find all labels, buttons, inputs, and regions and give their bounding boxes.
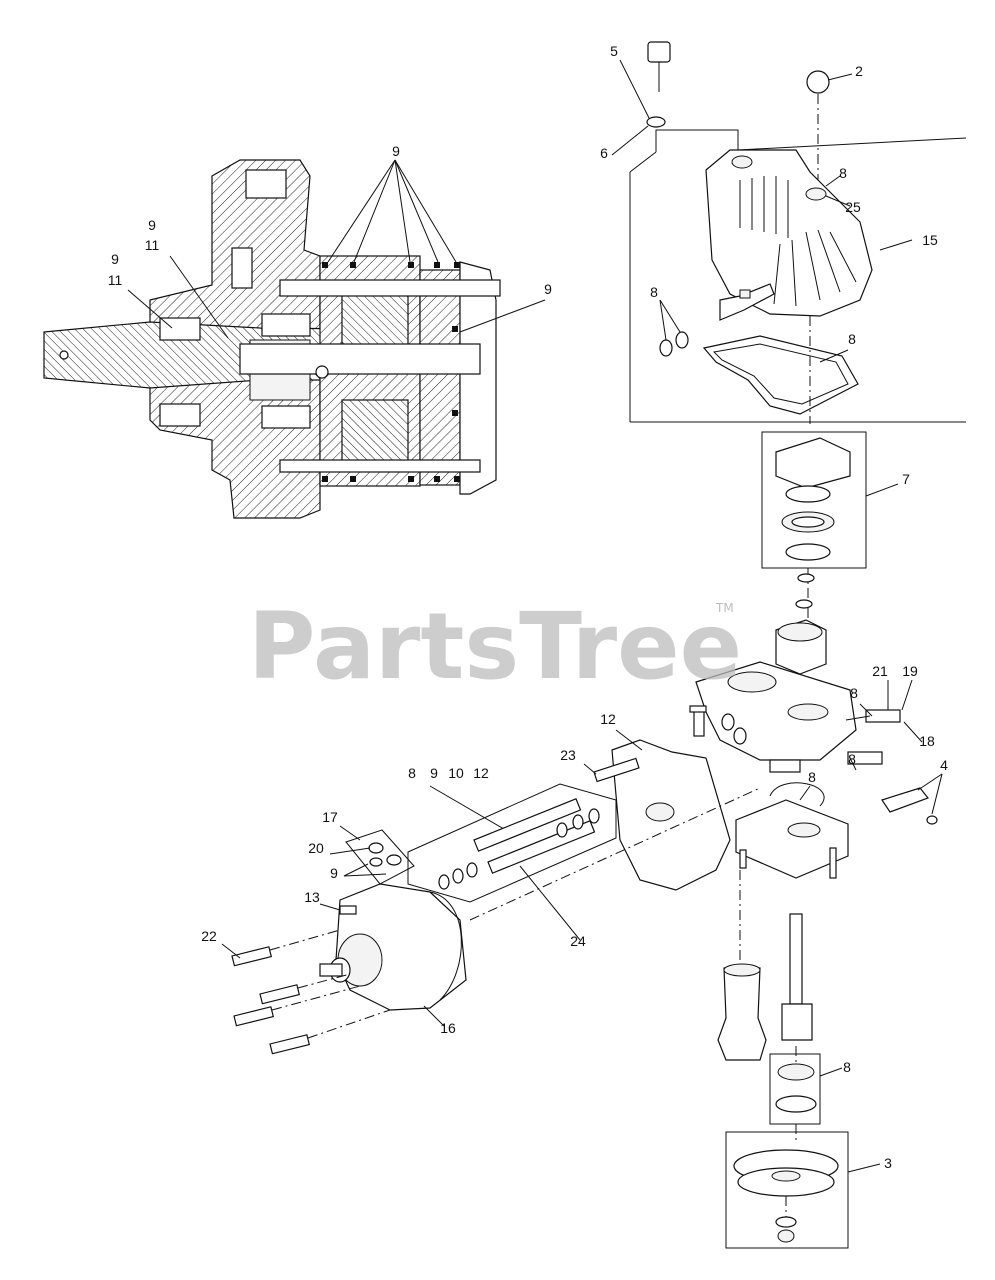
o-ring-marks xyxy=(322,262,460,482)
plug-25 xyxy=(805,187,827,201)
motor-bolts xyxy=(221,929,391,1055)
callout-c-8h: 8 xyxy=(843,1059,851,1075)
motor-group xyxy=(221,729,761,1055)
callout-c-16: 16 xyxy=(440,1020,456,1036)
callout-c-2: 2 xyxy=(855,63,863,79)
o-ring-6 xyxy=(646,116,666,128)
brake-puck xyxy=(775,437,851,489)
callout-c-24: 24 xyxy=(570,933,586,949)
pin-13 xyxy=(339,905,357,915)
check-valve-19 xyxy=(865,709,901,723)
callout-c-9c: 9 xyxy=(111,251,119,267)
port-plate xyxy=(419,269,461,486)
center-section-sleeve xyxy=(717,967,767,1061)
seal-upper xyxy=(159,317,201,341)
callout-c-9d: 9 xyxy=(544,281,552,297)
callout-c-13: 13 xyxy=(304,889,320,905)
callout-c-8e: 8 xyxy=(408,765,416,781)
finned-cover xyxy=(705,149,873,317)
callout-c-3: 3 xyxy=(884,1155,892,1171)
callout-c-8f: 8 xyxy=(848,751,856,767)
bolt xyxy=(693,709,705,737)
callout-c-22: 22 xyxy=(201,928,217,944)
callout-c-8d: 8 xyxy=(850,685,858,701)
callout-c-9b: 9 xyxy=(148,217,156,233)
bolt-23 xyxy=(593,757,640,783)
housing-port xyxy=(245,169,287,199)
bearing-group xyxy=(761,431,899,675)
callout-c-8c: 8 xyxy=(848,331,856,347)
callout-c-8a: 8 xyxy=(839,165,847,181)
callout-c-21: 21 xyxy=(872,663,888,679)
rod-a xyxy=(473,798,582,852)
callout-c-8b: 8 xyxy=(650,284,658,300)
callout-c-11c: 11 xyxy=(108,272,123,288)
vent-cap xyxy=(647,41,671,63)
watermark-tm: TM xyxy=(715,601,734,615)
center-shaft xyxy=(239,343,481,375)
gasket xyxy=(702,335,859,415)
callout-c-11b: 11 xyxy=(145,237,160,253)
center-section xyxy=(689,661,943,879)
callout-c-12a: 12 xyxy=(600,711,616,727)
washer-8b xyxy=(675,331,689,349)
bearing-8 xyxy=(777,1063,815,1081)
pulley-nut xyxy=(777,1229,795,1243)
pump-shaft xyxy=(789,913,803,1005)
callout-c-18: 18 xyxy=(919,733,935,749)
watermark-text: PartsTree xyxy=(248,593,742,700)
check-ball xyxy=(806,70,830,94)
callout-c-8g: 8 xyxy=(808,769,816,785)
o-rings-kit xyxy=(438,808,600,890)
callout-c-7: 7 xyxy=(902,471,910,487)
lower-drive-group xyxy=(717,870,881,1249)
end-cap xyxy=(459,261,497,495)
callout-c-9f: 9 xyxy=(330,865,338,881)
parts-tree-watermark: PartsTree TM xyxy=(248,593,742,700)
callout-c-9a: 9 xyxy=(392,143,400,159)
callout-c-9e: 9 xyxy=(430,765,438,781)
rod-b xyxy=(487,820,596,874)
callout-c-10: 10 xyxy=(448,765,464,781)
snap-ring xyxy=(775,1095,817,1113)
callout-c-12b: 12 xyxy=(473,765,489,781)
check-valve-8 xyxy=(847,751,883,765)
callout-c-15: 15 xyxy=(922,232,938,248)
seal-lower xyxy=(159,403,201,427)
output-shaft xyxy=(319,963,343,977)
cross-section-view xyxy=(43,159,546,519)
callout-c-25: 25 xyxy=(845,199,861,215)
through-bolt-upper xyxy=(279,279,501,297)
callout-c-5: 5 xyxy=(610,43,618,59)
cover-assembly xyxy=(611,41,967,424)
callout-c-23: 23 xyxy=(560,747,576,763)
bypass-arm xyxy=(881,787,929,813)
washer-8a xyxy=(659,339,673,357)
pump-plate xyxy=(735,799,849,879)
callout-c-17: 17 xyxy=(322,809,338,825)
through-bolt-lower xyxy=(279,459,481,473)
callout-c-6: 6 xyxy=(600,145,608,161)
callout-c-20: 20 xyxy=(308,840,324,856)
callout-c-19: 19 xyxy=(902,663,918,679)
callout-c-4: 4 xyxy=(940,757,948,773)
